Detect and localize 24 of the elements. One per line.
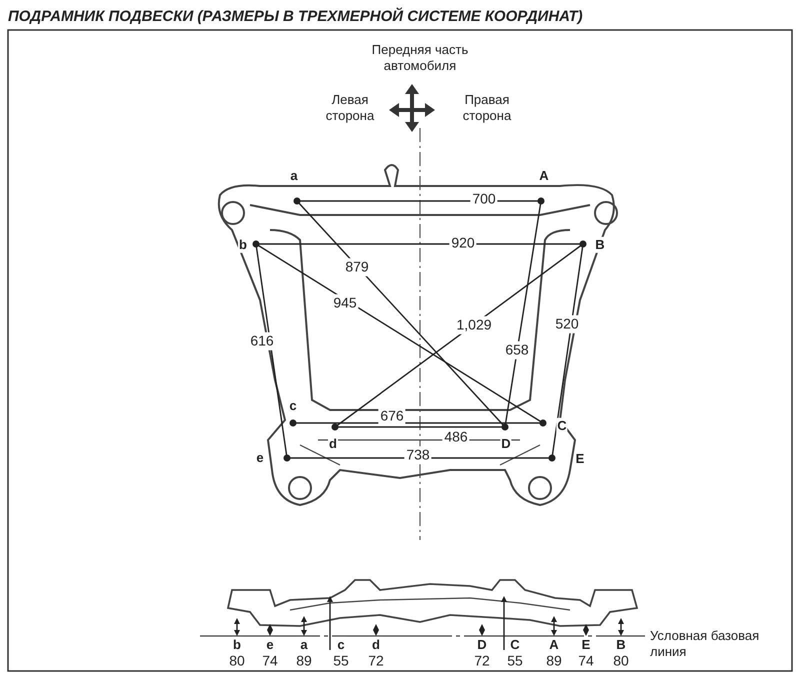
direction-label: Правая сторона xyxy=(462,92,512,124)
direction-label: Условная базовая линия xyxy=(650,628,760,660)
dimension-value: 945 xyxy=(331,294,359,312)
dimension-value: 676 xyxy=(378,407,406,425)
point-letter: b xyxy=(238,236,248,254)
dimension-value: 89 xyxy=(296,652,312,670)
dimension-value: 658 xyxy=(503,341,531,359)
dimension-value: 89 xyxy=(546,652,562,670)
point-letter: B xyxy=(594,236,606,254)
point-letter: C xyxy=(556,418,568,434)
direction-label: Левая сторона xyxy=(324,92,376,124)
diagram-title: ПОДРАМНИК ПОДВЕСКИ (РАЗМЕРЫ В ТРЕХМЕРНОЙ СИСТЕМЕ КООРДИНАТ) xyxy=(8,6,583,27)
dimension-value: 72 xyxy=(474,652,490,670)
dimension-value: 520 xyxy=(553,315,581,333)
dimension-value: 55 xyxy=(333,652,349,670)
dimension-value: 72 xyxy=(368,652,384,670)
dimension-value: 74 xyxy=(578,652,594,670)
direction-label: Передняя часть автомобиля xyxy=(370,42,470,74)
dimension-value: 879 xyxy=(343,258,371,276)
dimension-value: 55 xyxy=(507,652,523,670)
dimension-value: 616 xyxy=(248,332,276,350)
dimension-value: 74 xyxy=(262,652,278,670)
dimension-value: 80 xyxy=(613,652,629,670)
dimension-value: 80 xyxy=(229,652,245,670)
